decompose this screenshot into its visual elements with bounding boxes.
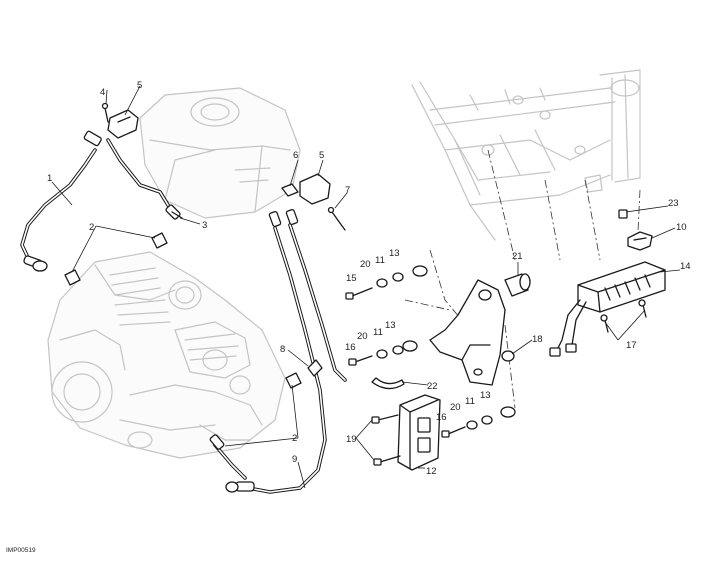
callout-21: 21	[512, 251, 523, 262]
relay-5-6-7	[281, 173, 346, 231]
callout-17: 17	[626, 340, 637, 351]
bolt-row-upper	[345, 265, 428, 300]
cable-9	[225, 208, 347, 494]
callout-20-middle: 20	[357, 331, 368, 342]
relay-5-left	[107, 109, 139, 139]
callout-2-upper: 2	[89, 222, 94, 233]
callout-4: 4	[100, 87, 105, 98]
callout-19: 19	[346, 434, 357, 445]
frame-ghost	[411, 69, 641, 241]
callout-13-upper: 13	[389, 248, 400, 259]
nut-18	[501, 350, 515, 362]
callout-7: 7	[345, 185, 350, 196]
callout-23: 23	[668, 198, 679, 209]
callout-2-lower: 2	[292, 433, 297, 444]
terminals	[64, 102, 323, 389]
callout-15: 15	[346, 273, 357, 284]
callout-8: 8	[280, 344, 285, 355]
screws-19	[371, 414, 401, 466]
regulator-14	[549, 261, 666, 357]
callout-9: 9	[292, 454, 297, 465]
mounting-bracket	[429, 279, 506, 386]
spacer-21	[504, 273, 531, 297]
cable-1	[20, 130, 102, 272]
callout-20-lower: 20	[450, 402, 461, 413]
callout-20-upper: 20	[360, 259, 371, 270]
leader-lines	[51, 85, 681, 489]
callout-12: 12	[426, 466, 437, 477]
callout-10: 10	[676, 222, 687, 233]
callout-5-right: 5	[319, 150, 324, 161]
callout-13-lower: 13	[480, 390, 491, 401]
callout-3: 3	[202, 220, 207, 231]
clip-10	[627, 231, 653, 251]
bolt-row-lower	[441, 406, 516, 438]
callout-11-middle: 11	[373, 327, 383, 338]
ecu-12	[397, 394, 441, 471]
callout-6: 6	[293, 150, 298, 161]
nut-23	[618, 209, 628, 219]
screws-17	[600, 299, 647, 333]
callout-11-upper: 11	[375, 255, 385, 266]
callout-14: 14	[680, 261, 691, 272]
callout-16-middle: 16	[345, 342, 356, 353]
callout-18: 18	[532, 334, 543, 345]
drawing-code: IMP00519	[6, 547, 36, 554]
engine-ghost	[47, 251, 286, 459]
callout-13-middle: 13	[385, 320, 396, 331]
callout-22: 22	[427, 381, 438, 392]
callout-11-lower: 11	[465, 396, 475, 407]
callout-16-lower: 16	[436, 412, 447, 423]
clip-22	[371, 377, 405, 390]
callout-labels: 1 2 3 4 5 6 5 7 8 2 9 10 14 23 17 18 21 …	[47, 80, 691, 477]
callout-5-left: 5	[137, 80, 142, 91]
callout-1: 1	[47, 173, 52, 184]
assembly-lines	[404, 149, 641, 409]
bolt-row-middle	[348, 340, 418, 366]
cable-lower	[209, 434, 247, 480]
